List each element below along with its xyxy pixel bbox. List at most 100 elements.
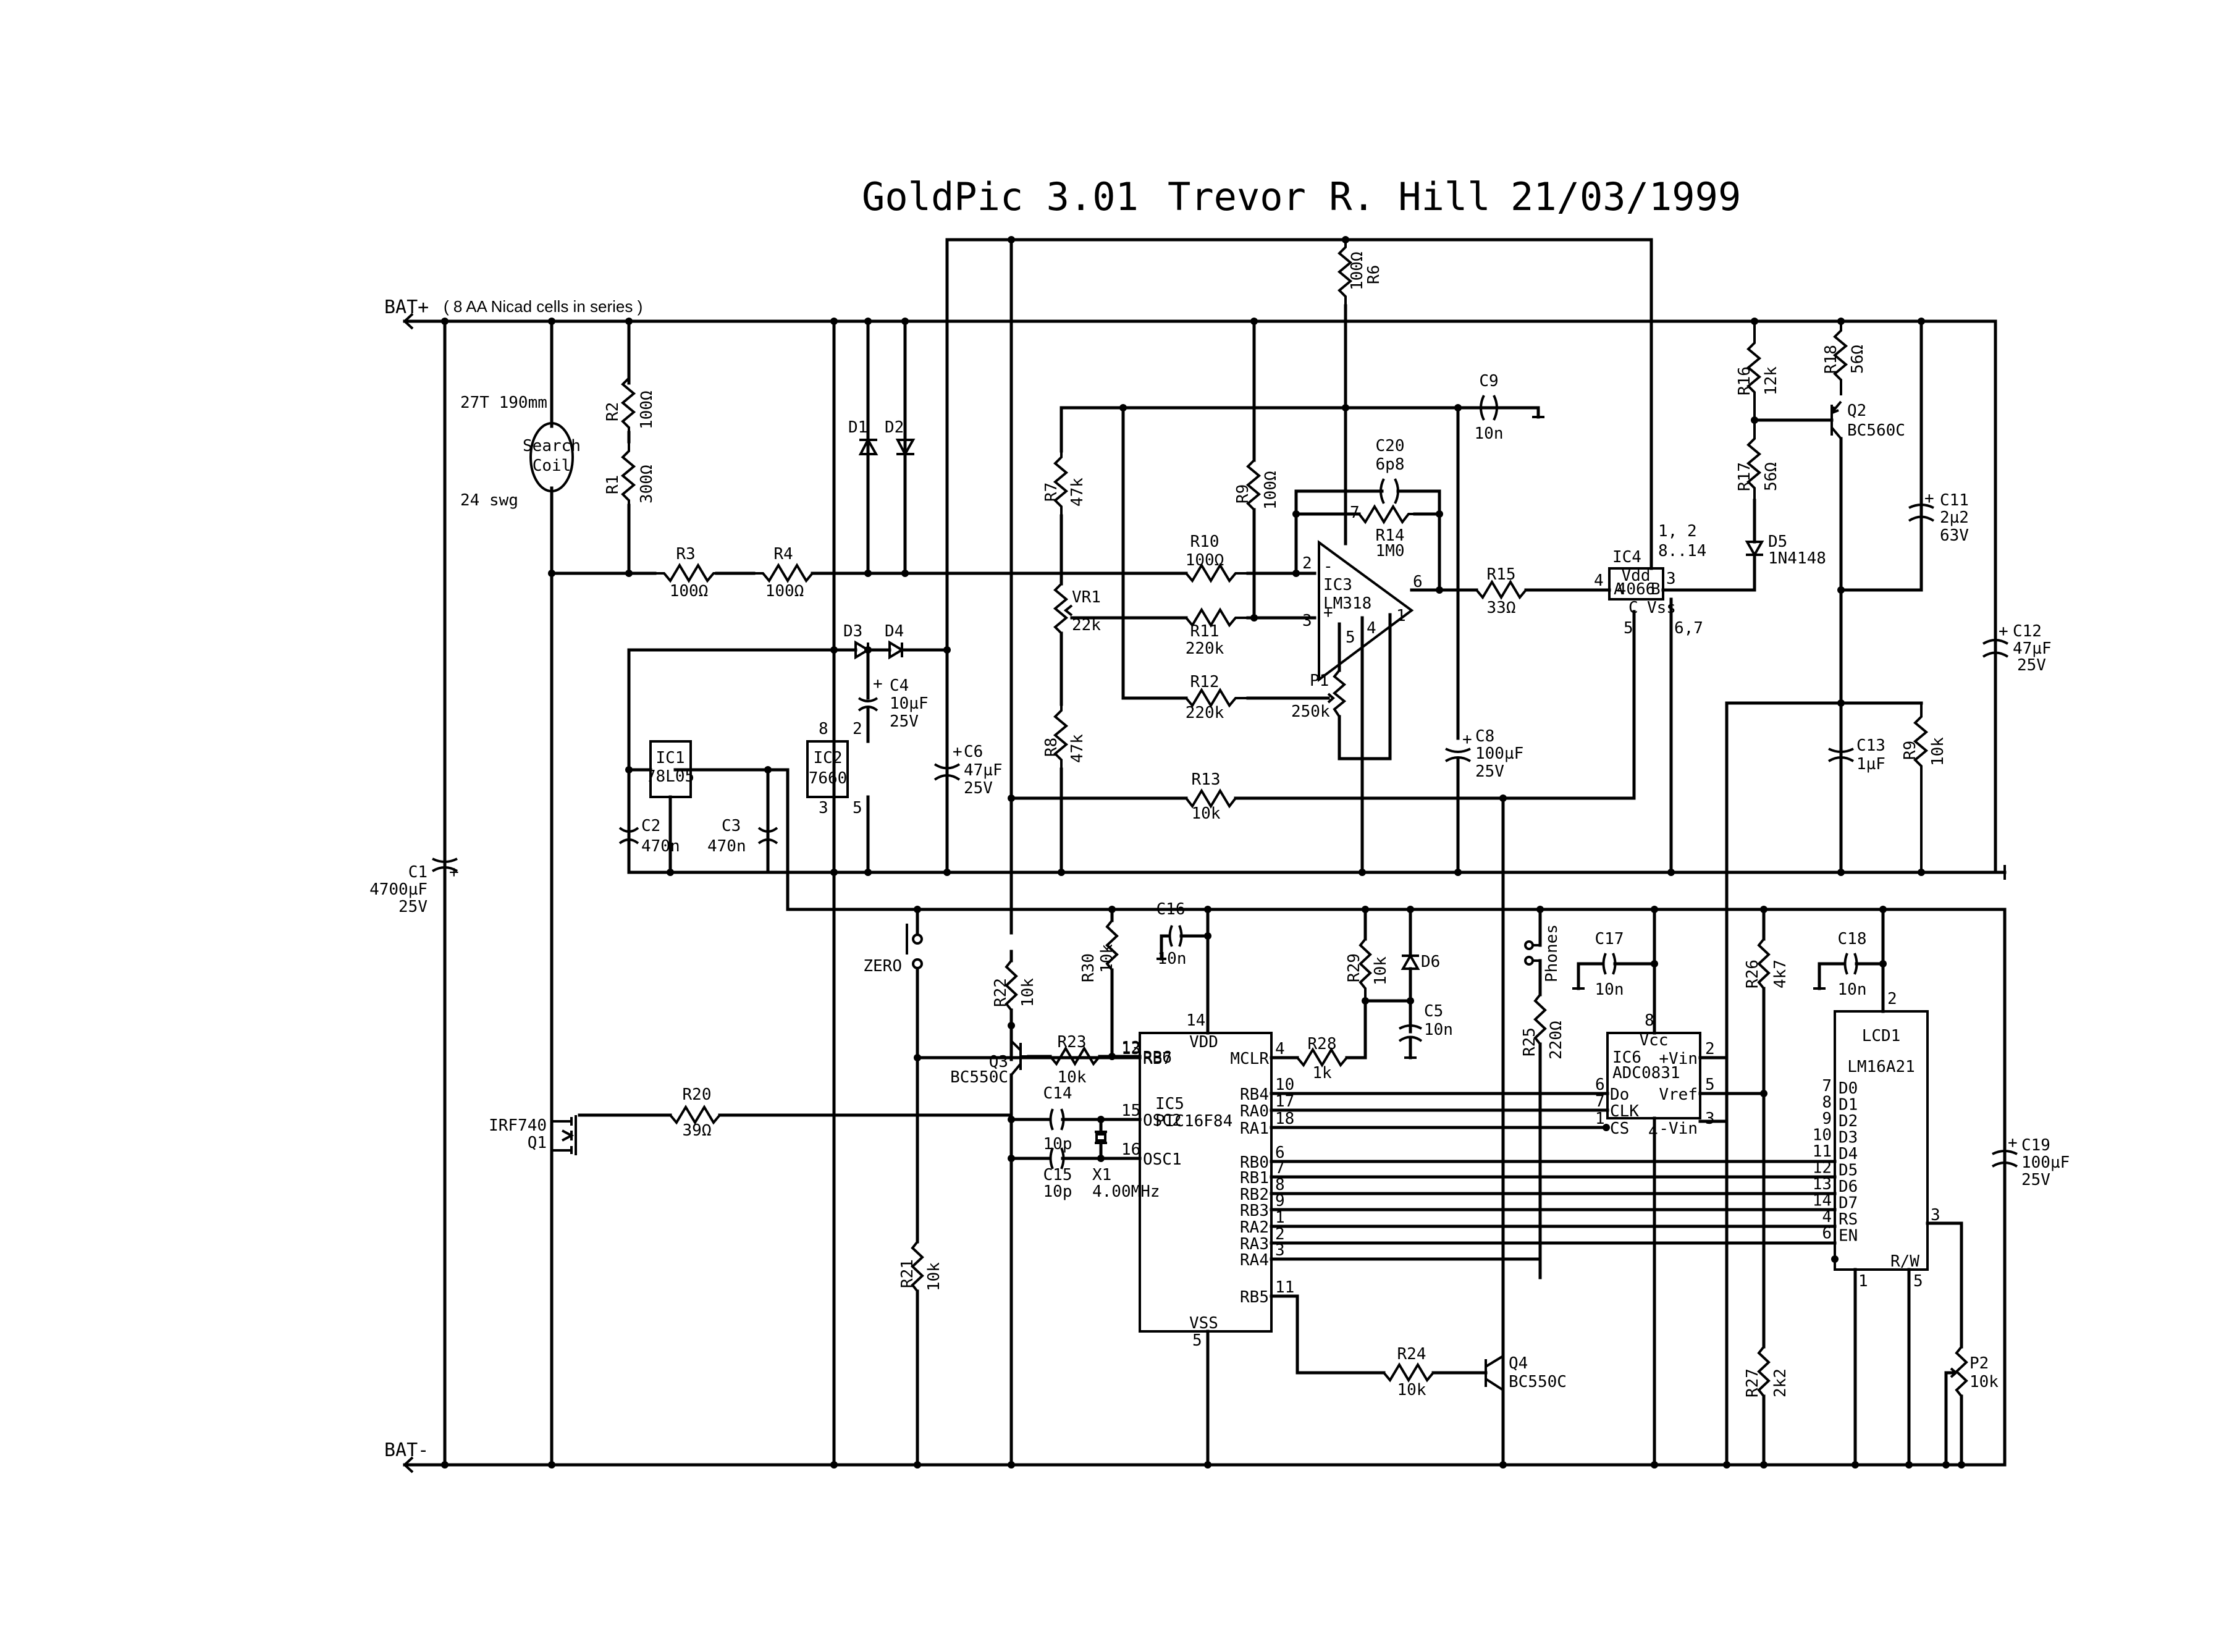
junction-dot — [1536, 906, 1544, 913]
ic5-pin-name: RA4 — [1240, 1251, 1269, 1270]
ic5-pin-name: RB6 — [1143, 1048, 1172, 1067]
ic5-pin-name: RB7 — [1143, 1050, 1172, 1068]
ic3-opamp: - + IC3 LM318 2 3 7 6 5 4 1 — [1302, 504, 1423, 682]
svg-text:8..14: 8..14 — [1658, 542, 1706, 560]
svg-text:2: 2 — [1887, 990, 1897, 1008]
d3-ref: D3 — [843, 622, 862, 641]
ic5-pin-name: OSC2 — [1143, 1111, 1182, 1130]
c19-value: 100µF — [2021, 1153, 2070, 1172]
ic5-pin-number: 9 — [1275, 1192, 1285, 1210]
lcd-pin-name: D4 — [1839, 1145, 1858, 1163]
d5-value: 1N4148 — [1768, 549, 1826, 568]
junction-dot — [441, 318, 449, 325]
resistor-r8: R8 47k — [1042, 704, 1087, 769]
svg-text:3: 3 — [1302, 612, 1312, 630]
phones-jack[interactable]: Phones — [1524, 908, 1561, 982]
svg-text:14: 14 — [1186, 1011, 1205, 1030]
lcd-pin-number: 8 — [1822, 1094, 1832, 1112]
ic6-part: ADC0831 — [1612, 1064, 1680, 1082]
c1-ref: C1 — [408, 863, 428, 882]
junction-dot — [1342, 404, 1349, 411]
r4-value: 100Ω — [765, 582, 804, 601]
svg-text:6: 6 — [1413, 573, 1423, 591]
zero-switch[interactable]: ZERO — [863, 908, 923, 976]
capacitor-c6: + C6 47µF 25V — [933, 648, 1003, 798]
ic5-pin-number: 15 — [1121, 1102, 1140, 1120]
lcd-pin-number: 7 — [1822, 1077, 1832, 1095]
transistor-q3: Q3 BC550C — [950, 1040, 1029, 1087]
junction-dot — [901, 570, 909, 577]
bat-minus-label: BAT- — [384, 1439, 429, 1461]
r2-value: 100Ω — [638, 390, 656, 429]
ic5-pin-name: RB2 — [1240, 1186, 1269, 1204]
ic6-pin-name: Do — [1610, 1085, 1629, 1104]
svg-text:VSS: VSS — [1189, 1314, 1218, 1333]
c4-ref: C4 — [890, 676, 909, 695]
junction-dot — [1942, 1461, 1950, 1469]
lcd-pin-number: 4 — [1822, 1208, 1832, 1226]
svg-text:-: - — [1323, 557, 1333, 576]
ic6-pin-name: CS — [1610, 1119, 1629, 1138]
r21-ref: R21 — [898, 1259, 917, 1288]
svg-text:8: 8 — [1645, 1011, 1654, 1030]
transistor-q4: Q4 BC550C — [1485, 1354, 1567, 1391]
r7-value: 47k — [1068, 478, 1087, 507]
junction-dot — [1097, 1155, 1105, 1162]
ic5-pin-name: RA3 — [1240, 1235, 1269, 1254]
r9a-ref: R9 — [1234, 484, 1252, 504]
r12-ref: R12 — [1190, 673, 1220, 691]
junction-dot — [1651, 1461, 1658, 1469]
resistor-r25: R25 220Ω — [1520, 993, 1565, 1060]
ic5-pin-name: RB5 — [1240, 1288, 1269, 1307]
lcd1-part: LM16A21 — [1847, 1058, 1915, 1076]
ic2-ref: IC2 — [814, 749, 843, 767]
junction-dot — [914, 906, 921, 913]
ic2-part: 7660 — [809, 769, 848, 788]
r1-ref: R1 — [604, 475, 622, 494]
r20-ref: R20 — [683, 1085, 712, 1104]
r18-ref: R18 — [1822, 345, 1840, 374]
lcd-pin-name: D5 — [1839, 1161, 1858, 1180]
ic5-part: PIC16F84 — [1155, 1112, 1232, 1131]
resistor-r6: 100Ω R6 — [1337, 240, 1383, 546]
junction-dot — [625, 766, 633, 773]
diode-d5: D5 1N4148 — [1745, 499, 1826, 592]
c12-ref: C12 — [2013, 622, 2042, 641]
lcd-pin-name: EN — [1839, 1227, 1858, 1245]
capacitor-c18: C18 10n — [1813, 930, 1885, 999]
junction-dot — [764, 766, 772, 773]
r20-value: 39Ω — [683, 1121, 712, 1140]
bat-plus-note: ( 8 AA Nicad cells in series ) — [444, 297, 642, 316]
junction-dot — [830, 1461, 838, 1469]
ic5-pin-number: 8 — [1275, 1176, 1285, 1194]
search-coil-label-1: Search — [523, 437, 581, 455]
r23-value: 10k — [1058, 1068, 1087, 1087]
ic4-analog-switch: IC4 1, 2 8..14 Vdd A 4066 B C Vss 4 3 5 … — [1594, 522, 1706, 638]
ic5-pin-name: RA0 — [1240, 1102, 1269, 1121]
ic5-pin-number: 2 — [1275, 1225, 1285, 1244]
d2-ref: D2 — [885, 418, 904, 437]
c17-value: 10n — [1595, 980, 1624, 999]
potentiometer-vr1: VR1 22k — [1053, 583, 1101, 634]
junction-dot — [667, 869, 674, 876]
svg-text:1, 2: 1, 2 — [1658, 522, 1697, 541]
svg-text:+: + — [1462, 730, 1472, 749]
svg-text:8: 8 — [819, 720, 828, 738]
svg-text:2: 2 — [1302, 554, 1312, 573]
transistor-q2: Q2 BC560C — [1830, 400, 1905, 440]
junction-dot — [1603, 1124, 1610, 1131]
capacitor-c15: C15 10p — [1043, 1147, 1072, 1201]
resistor-r30: R30 10k — [1079, 919, 1119, 982]
c9-value: 10n — [1475, 424, 1504, 443]
r17-value: 56Ω — [1762, 462, 1780, 491]
q1-value: IRF740 — [489, 1116, 547, 1135]
svg-text:5: 5 — [853, 799, 862, 817]
svg-text:A: A — [1614, 580, 1624, 599]
c12-value: 47µF — [2013, 639, 2052, 658]
resistor-r16: R16 12k — [1735, 321, 1780, 420]
coil-turns: 27T 190mm — [460, 394, 547, 412]
ic5-pin-number: 17 — [1275, 1092, 1294, 1111]
c19-voltage: 25V — [2021, 1171, 2050, 1189]
r13-ref: R13 — [1192, 770, 1221, 789]
